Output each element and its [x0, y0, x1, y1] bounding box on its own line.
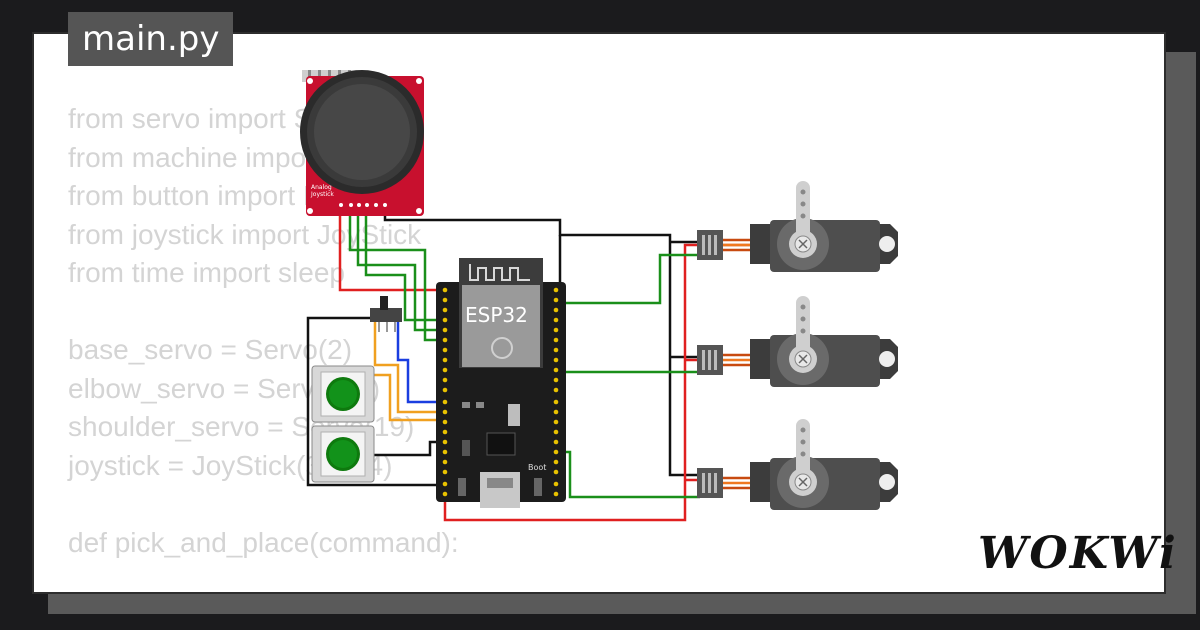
- esp32-label: ESP32: [465, 303, 528, 327]
- wire-switch-orange: [373, 318, 445, 414]
- servo-2: [697, 296, 898, 387]
- boot-label: Boot: [528, 463, 546, 472]
- wire-servo1-signal: [556, 253, 700, 305]
- wokwi-logo: WOKWi: [978, 528, 1178, 579]
- wire-joystick-vcc: [338, 205, 445, 292]
- file-tab[interactable]: main.py: [68, 12, 234, 66]
- push-button-1: [311, 365, 375, 423]
- code-line: def pick_and_place(command):: [68, 526, 459, 558]
- joystick-label-2: Joystick: [310, 191, 334, 198]
- push-button-2: [311, 425, 375, 483]
- esp32-board: ESP32 Boot: [436, 258, 566, 508]
- servo-3: [697, 419, 898, 510]
- wire-joystick-vrx: [348, 205, 445, 342]
- wire-joystick-vry: [356, 205, 445, 332]
- code-line: from time import sleep: [68, 257, 345, 288]
- wire-buttons-gnd: [306, 316, 440, 487]
- wire-button1-orange: [370, 373, 445, 422]
- code-line: from joystick import JoyStick: [68, 218, 422, 250]
- joystick-module: Analog Joystick: [300, 70, 424, 216]
- project-card: [32, 32, 1166, 594]
- wire-power-servo-taps: [685, 358, 700, 482]
- wire-button2: [370, 440, 445, 457]
- slide-switch: [370, 296, 402, 332]
- servo-1: [697, 181, 898, 272]
- wire-joystick-sw: [364, 205, 445, 322]
- joystick-label-1: Analog: [311, 184, 332, 191]
- code-line: base_servo = Servo(2): [68, 334, 353, 365]
- wire-power-bus: [443, 243, 700, 522]
